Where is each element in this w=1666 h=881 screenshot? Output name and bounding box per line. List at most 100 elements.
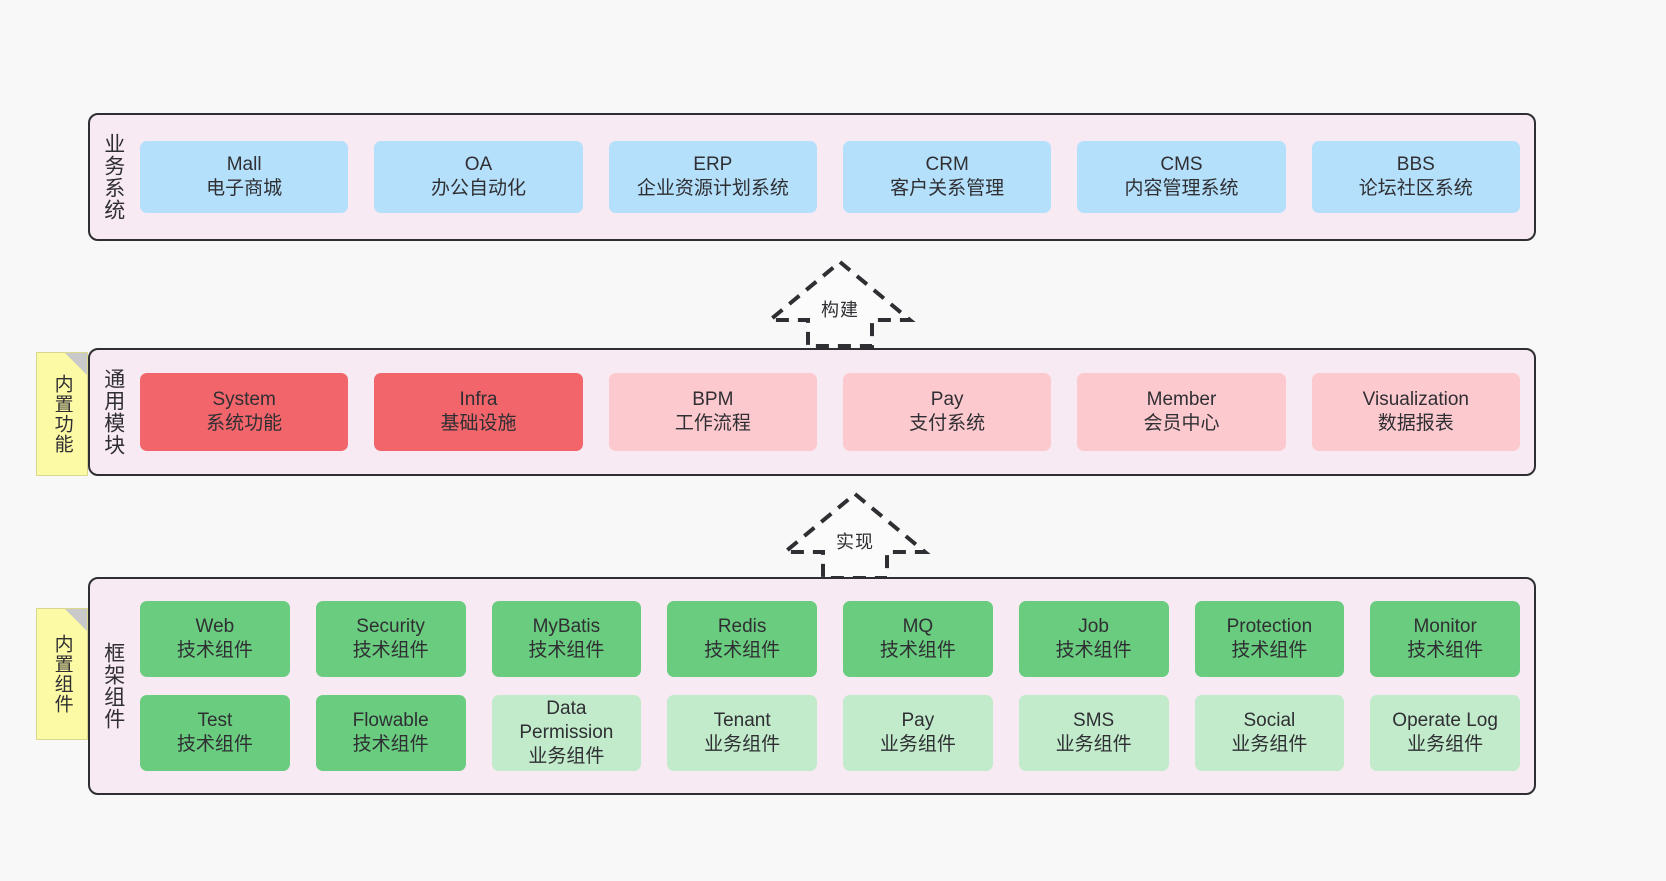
card-title-en: System	[212, 389, 276, 411]
card-title-en: Security	[356, 616, 425, 638]
arrow-build-label: 构建	[821, 300, 859, 320]
card-title-cn: 技术组件	[704, 640, 781, 661]
card-title-cn: 技术组件	[352, 640, 429, 661]
card-title-cn: 技术组件	[176, 734, 253, 755]
card-social[interactable]: Social 业务组件	[1194, 695, 1345, 771]
arrow-implement: 实现	[775, 490, 935, 580]
card-pay-component[interactable]: Pay 业务组件	[843, 695, 993, 771]
card-row: Test 技术组件 Flowable 技术组件 Data Permission …	[140, 695, 1520, 771]
card-title-cn: 企业资源计划系统	[636, 178, 789, 199]
card-title-en: Job	[1078, 616, 1109, 638]
card-member[interactable]: Member 会员中心	[1077, 373, 1286, 451]
arrow-build: 构建	[760, 258, 920, 348]
card-title-cn: 技术组件	[352, 734, 429, 755]
card-operate-log[interactable]: Operate Log 业务组件	[1370, 695, 1520, 771]
layer-title-framework-components: 框架组件	[101, 642, 125, 730]
card-protection[interactable]: Protection 技术组件	[1194, 601, 1345, 677]
card-sms[interactable]: SMS 业务组件	[1018, 695, 1169, 771]
card-title-en: Flowable	[352, 710, 429, 732]
card-title-en: Member	[1146, 389, 1217, 411]
card-erp[interactable]: ERP 企业资源计划系统	[608, 141, 817, 213]
card-title-en: BPM	[692, 389, 734, 411]
card-title-en: Mall	[226, 154, 262, 176]
sticky-note-builtin-features: 内置功能	[36, 352, 88, 476]
card-title-en: Monitor	[1413, 616, 1477, 638]
layer-title-common-modules: 通用模块	[101, 368, 125, 456]
card-title-en: OA	[464, 154, 493, 176]
card-title-cn: 业务组件	[1407, 734, 1484, 755]
card-mall[interactable]: Mall 电子商城	[140, 141, 349, 213]
card-redis[interactable]: Redis 技术组件	[667, 601, 817, 677]
card-title-cn: 业务组件	[704, 734, 781, 755]
card-mq[interactable]: MQ 技术组件	[843, 601, 993, 677]
card-title-cn: 论坛社区系统	[1358, 178, 1473, 199]
sticky-note-builtin-components: 内置组件	[36, 608, 88, 740]
layer-body-framework-components: Web 技术组件 Security 技术组件 MyBatis 技术组件 Redi…	[136, 579, 1534, 793]
card-security[interactable]: Security 技术组件	[315, 601, 466, 677]
card-tenant[interactable]: Tenant 业务组件	[667, 695, 817, 771]
card-title-cn: 支付系统	[909, 413, 986, 434]
card-title-en: Redis	[717, 616, 767, 638]
card-title-en: Infra	[459, 389, 498, 411]
card-title-en: Tenant	[713, 710, 771, 732]
card-row: System 系统功能 Infra 基础设施 BPM 工作流程 Pay 支付系统…	[140, 373, 1520, 451]
card-title-en: ERP	[693, 154, 733, 176]
card-title-cn: 业务组件	[528, 745, 605, 767]
card-flowable[interactable]: Flowable 技术组件	[315, 695, 466, 771]
card-title-en: Pay	[901, 710, 935, 732]
card-title-cn: 内容管理系统	[1124, 178, 1239, 199]
card-title-cn: 技术组件	[528, 640, 605, 661]
card-title-en: MQ	[902, 616, 934, 638]
card-title-en: Protection	[1226, 616, 1313, 638]
card-title-cn: 技术组件	[1407, 640, 1484, 661]
card-title-cn: 客户关系管理	[890, 178, 1005, 199]
card-title-en: Social	[1243, 710, 1296, 732]
card-crm[interactable]: CRM 客户关系管理	[842, 141, 1052, 213]
card-title-cn: 电子商城	[206, 178, 283, 199]
card-title-en: CRM	[925, 154, 969, 176]
card-test[interactable]: Test 技术组件	[140, 695, 290, 771]
card-title-cn: 技术组件	[879, 640, 956, 661]
arrow-implement-label: 实现	[836, 532, 874, 552]
card-title-cn: 技术组件	[1055, 640, 1132, 661]
card-pay-module[interactable]: Pay 支付系统	[842, 373, 1052, 451]
card-visualization[interactable]: Visualization 数据报表	[1311, 373, 1520, 451]
layer-business-system: 业务系统 Mall 电子商城 OA 办公自动化 ERP 企业资源计划系统 CRM…	[88, 113, 1536, 241]
card-title-cn: 技术组件	[1231, 640, 1308, 661]
card-title-cn: 会员中心	[1143, 413, 1220, 434]
card-system[interactable]: System 系统功能	[140, 373, 349, 451]
card-title-cn: 系统功能	[206, 413, 283, 434]
layer-common-modules: 通用模块 System 系统功能 Infra 基础设施 BPM 工作流程 Pay…	[88, 348, 1536, 476]
layer-body-common-modules: System 系统功能 Infra 基础设施 BPM 工作流程 Pay 支付系统…	[136, 350, 1534, 474]
layer-framework-components: 框架组件 Web 技术组件 Security 技术组件 MyBatis 技术组件…	[88, 577, 1536, 795]
card-title-en: Data Permission	[519, 698, 614, 744]
layer-title-business-system: 业务系统	[101, 133, 125, 221]
card-title-cn: 业务组件	[1055, 734, 1132, 755]
card-title-cn: 办公自动化	[430, 178, 526, 199]
card-title-cn: 业务组件	[1231, 734, 1308, 755]
card-title-en: BBS	[1396, 154, 1435, 176]
card-title-cn: 工作流程	[674, 413, 751, 434]
card-title-cn: 数据报表	[1377, 413, 1454, 434]
card-web[interactable]: Web 技术组件	[140, 601, 290, 677]
card-mybatis[interactable]: MyBatis 技术组件	[491, 601, 642, 677]
card-bbs[interactable]: BBS 论坛社区系统	[1311, 141, 1520, 213]
card-title-en: Web	[195, 616, 235, 638]
card-monitor[interactable]: Monitor 技术组件	[1370, 601, 1520, 677]
card-bpm[interactable]: BPM 工作流程	[608, 373, 817, 451]
card-title-cn: 基础设施	[440, 413, 517, 434]
card-cms[interactable]: CMS 内容管理系统	[1077, 141, 1286, 213]
card-data-permission[interactable]: Data Permission 业务组件	[491, 695, 642, 771]
card-infra[interactable]: Infra 基础设施	[374, 373, 583, 451]
card-row: Mall 电子商城 OA 办公自动化 ERP 企业资源计划系统 CRM 客户关系…	[140, 141, 1520, 213]
card-job[interactable]: Job 技术组件	[1018, 601, 1169, 677]
card-title-en: Pay	[930, 389, 964, 411]
card-title-en: Operate Log	[1392, 710, 1498, 732]
card-oa[interactable]: OA 办公自动化	[374, 141, 583, 213]
card-title-en: SMS	[1073, 710, 1115, 732]
card-title-cn: 技术组件	[176, 640, 253, 661]
card-title-cn: 业务组件	[879, 734, 956, 755]
card-title-en: CMS	[1160, 154, 1203, 176]
card-row: Web 技术组件 Security 技术组件 MyBatis 技术组件 Redi…	[140, 601, 1520, 677]
